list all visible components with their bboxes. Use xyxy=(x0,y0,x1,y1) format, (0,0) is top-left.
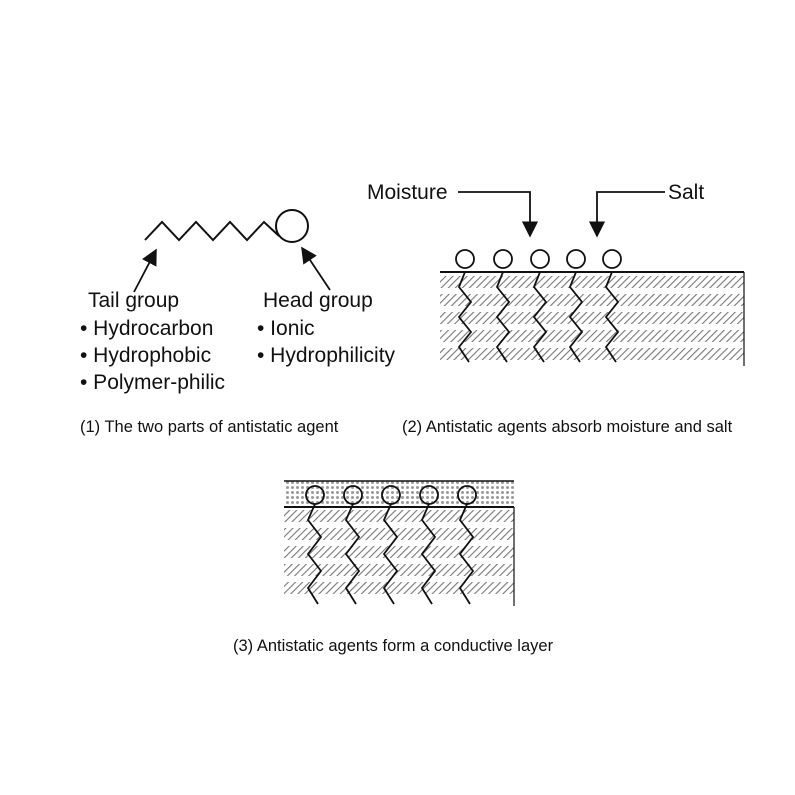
tail-arrow xyxy=(133,248,157,293)
hatch-band xyxy=(440,330,744,342)
hatch-band xyxy=(284,582,514,594)
antistatic-molecule xyxy=(530,249,550,363)
salt-label: Salt xyxy=(668,181,704,204)
hatch-band xyxy=(284,510,514,522)
head-group-title: Head group xyxy=(263,289,373,312)
antistatic-molecule xyxy=(419,485,439,605)
tail-item-hydrophobic: • Hydrophobic xyxy=(80,344,211,367)
panel-3-conductive-layer: (3) Antistatic agents form a conductive … xyxy=(233,480,554,655)
antistatic-molecule xyxy=(566,249,586,363)
tail-item-polymer-philic: • Polymer-philic xyxy=(80,371,225,394)
panel-1-molecule: Tail group • Hydrocarbon • Hydrophobic •… xyxy=(80,209,396,436)
panel-3-caption: (3) Antistatic agents form a conductive … xyxy=(233,637,554,655)
antistatic-molecule xyxy=(305,485,325,605)
hatch-band xyxy=(440,276,744,288)
hatch-band xyxy=(440,348,744,360)
head-item-hydrophilicity: • Hydrophilicity xyxy=(257,344,396,367)
head-group-circle xyxy=(275,209,309,243)
head-arrow xyxy=(301,246,331,291)
panel-1-caption: (1) The two parts of antistatic agent xyxy=(80,418,339,436)
antistatic-molecule xyxy=(381,485,401,605)
hatch-band xyxy=(284,564,514,576)
hatch-band xyxy=(440,294,744,306)
antistatic-molecule xyxy=(493,249,513,363)
hatch-band xyxy=(284,528,514,540)
salt-arrow xyxy=(588,191,665,238)
hydrocarbon-tail-chain xyxy=(144,220,280,242)
antistatic-molecule xyxy=(602,249,622,363)
panel-2-caption: (2) Antistatic agents absorb moisture an… xyxy=(402,418,733,436)
antistatic-molecule xyxy=(343,485,363,605)
tail-group-title: Tail group xyxy=(88,289,179,312)
polymer-substrate xyxy=(440,271,745,366)
moisture-label: Moisture xyxy=(367,181,448,204)
moisture-arrow xyxy=(458,191,539,238)
embedded-molecules xyxy=(305,485,477,605)
surface-molecules xyxy=(455,249,622,363)
tail-item-hydrocarbon: • Hydrocarbon xyxy=(80,317,213,340)
antistatic-molecule xyxy=(457,485,477,605)
antistatic-molecule xyxy=(455,249,475,363)
panel-2-absorb: Moisture Salt xyxy=(367,181,745,436)
hatch-band xyxy=(284,546,514,558)
polymer-substrate xyxy=(284,507,515,606)
hatch-band xyxy=(440,312,744,324)
head-item-ionic: • Ionic xyxy=(257,317,315,340)
